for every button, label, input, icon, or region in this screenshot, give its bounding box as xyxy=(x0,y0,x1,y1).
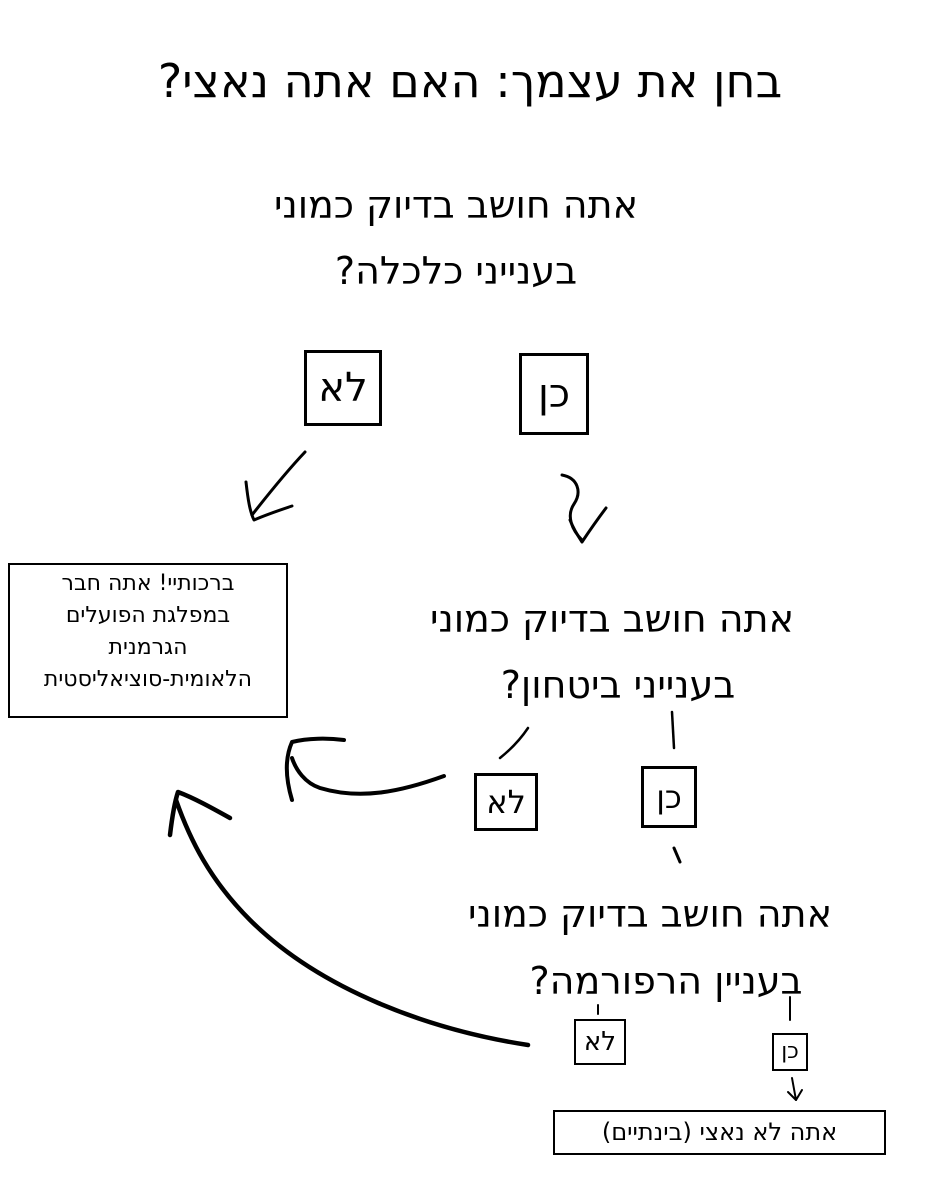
q1-no-arrowhead xyxy=(244,480,294,522)
question-1-line-1: אתה חושב בדיוק כמוני xyxy=(273,183,639,227)
result-nazi-line-4: הלאומית-סוציאליסטית xyxy=(43,666,253,692)
q2-yes-box: כן xyxy=(641,766,697,828)
q2-yes-connector xyxy=(670,710,676,750)
q3-no-arrow xyxy=(173,797,531,1048)
q1-no-box: לא xyxy=(304,350,382,426)
q2-no-box: לא xyxy=(474,773,538,831)
question-2-line-2: בענייני ביטחון? xyxy=(500,663,736,707)
q3-yes-box: כן xyxy=(772,1033,808,1071)
q2-no-arrowhead xyxy=(284,736,346,802)
q1-yes-box: כן xyxy=(519,353,589,435)
q1-no-arrow xyxy=(250,450,307,517)
q3-no-box: לא xyxy=(574,1019,626,1065)
q2-no-arrow xyxy=(290,756,446,796)
q3-yes-arrow xyxy=(791,1077,797,1101)
q1-yes-arrow xyxy=(560,473,584,542)
q2-no-connector xyxy=(498,726,530,760)
result-nazi-line-1: ברכותיי! אתה חבר xyxy=(61,571,235,596)
result-nazi-line-2: במפלגת הפועלים xyxy=(65,602,231,628)
question-3-line-1: אתה חושב בדיוק כמוני xyxy=(467,892,833,936)
result-nazi-line-3: הגרמנית xyxy=(108,634,188,660)
question-1-line-2: בענייני כלכלה? xyxy=(334,249,578,293)
page-title: בחן את עצמך: האם אתה נאצי? xyxy=(157,54,783,108)
question-2-line-1: אתה חושב בדיוק כמוני xyxy=(429,597,795,641)
question-3-line-2: בעניין הרפורמה? xyxy=(529,959,803,1003)
result-not-nazi-box: אתה לא נאצי (בינתיים) xyxy=(553,1110,886,1155)
q3-yes-arrowhead xyxy=(787,1089,803,1101)
q2-yes-down-tick xyxy=(672,846,682,864)
result-nazi-box: ברכותיי! אתה חבר במפלגת הפועלים הגרמנית … xyxy=(8,563,288,718)
q3-no-arrowhead xyxy=(167,789,233,838)
q1-yes-arrowhead xyxy=(568,506,608,544)
